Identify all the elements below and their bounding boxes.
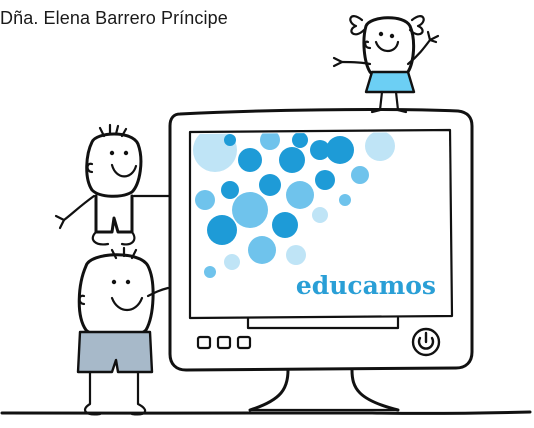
boy-figure-top: [54, 123, 172, 246]
educamos-logo-text: educamos: [296, 271, 436, 300]
girl-figure: [332, 15, 440, 114]
monitor-button[interactable]: [216, 335, 232, 350]
monitor-buttons: [196, 327, 441, 357]
monitor-button[interactable]: [236, 335, 252, 350]
screen-content: educamos: [192, 132, 450, 316]
bubble-pattern: [193, 132, 395, 278]
monitor: [168, 108, 474, 412]
ground-line: [0, 410, 532, 415]
person-name: Dña. Elena Barrero Príncipe: [0, 8, 228, 28]
boy-figure-bottom: [76, 246, 170, 416]
monitor-button[interactable]: [196, 335, 212, 350]
power-icon[interactable]: [411, 327, 441, 357]
